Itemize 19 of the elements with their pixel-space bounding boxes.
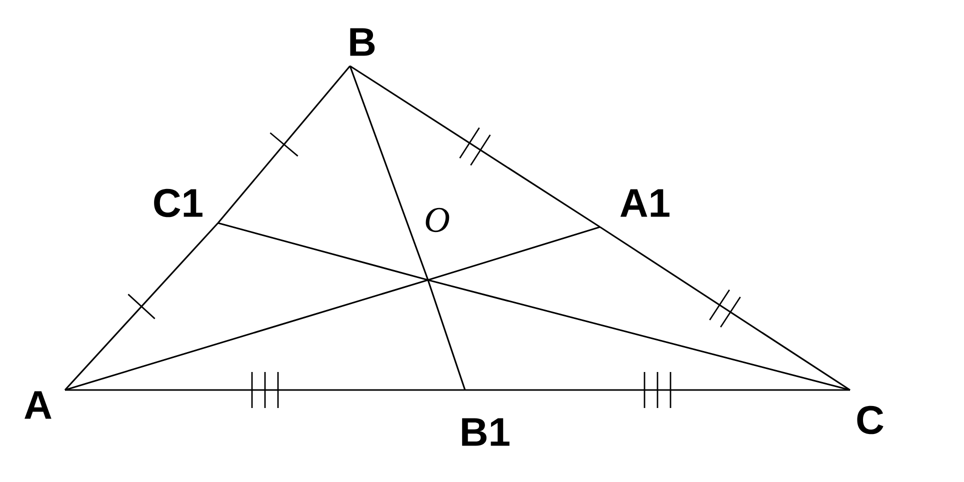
line-segment (64, 222, 219, 391)
line-segment (349, 66, 429, 280)
point-label: C (857, 406, 884, 434)
point-label: B1 (462, 418, 510, 446)
line-segment (465, 389, 850, 391)
point-label: A1 (620, 189, 670, 217)
line-segment (600, 226, 850, 391)
line-segment (350, 65, 600, 228)
point-label: O (426, 208, 450, 232)
line-segment (65, 389, 465, 391)
point-label: B (350, 28, 375, 56)
line-segment (428, 279, 850, 391)
line-segment (428, 226, 600, 281)
line-segment (427, 280, 466, 390)
point-label: C1 (154, 188, 202, 218)
point-label: A (24, 391, 52, 419)
line-segment (64, 279, 428, 391)
line-segment (218, 222, 428, 281)
line-segment (217, 65, 351, 224)
